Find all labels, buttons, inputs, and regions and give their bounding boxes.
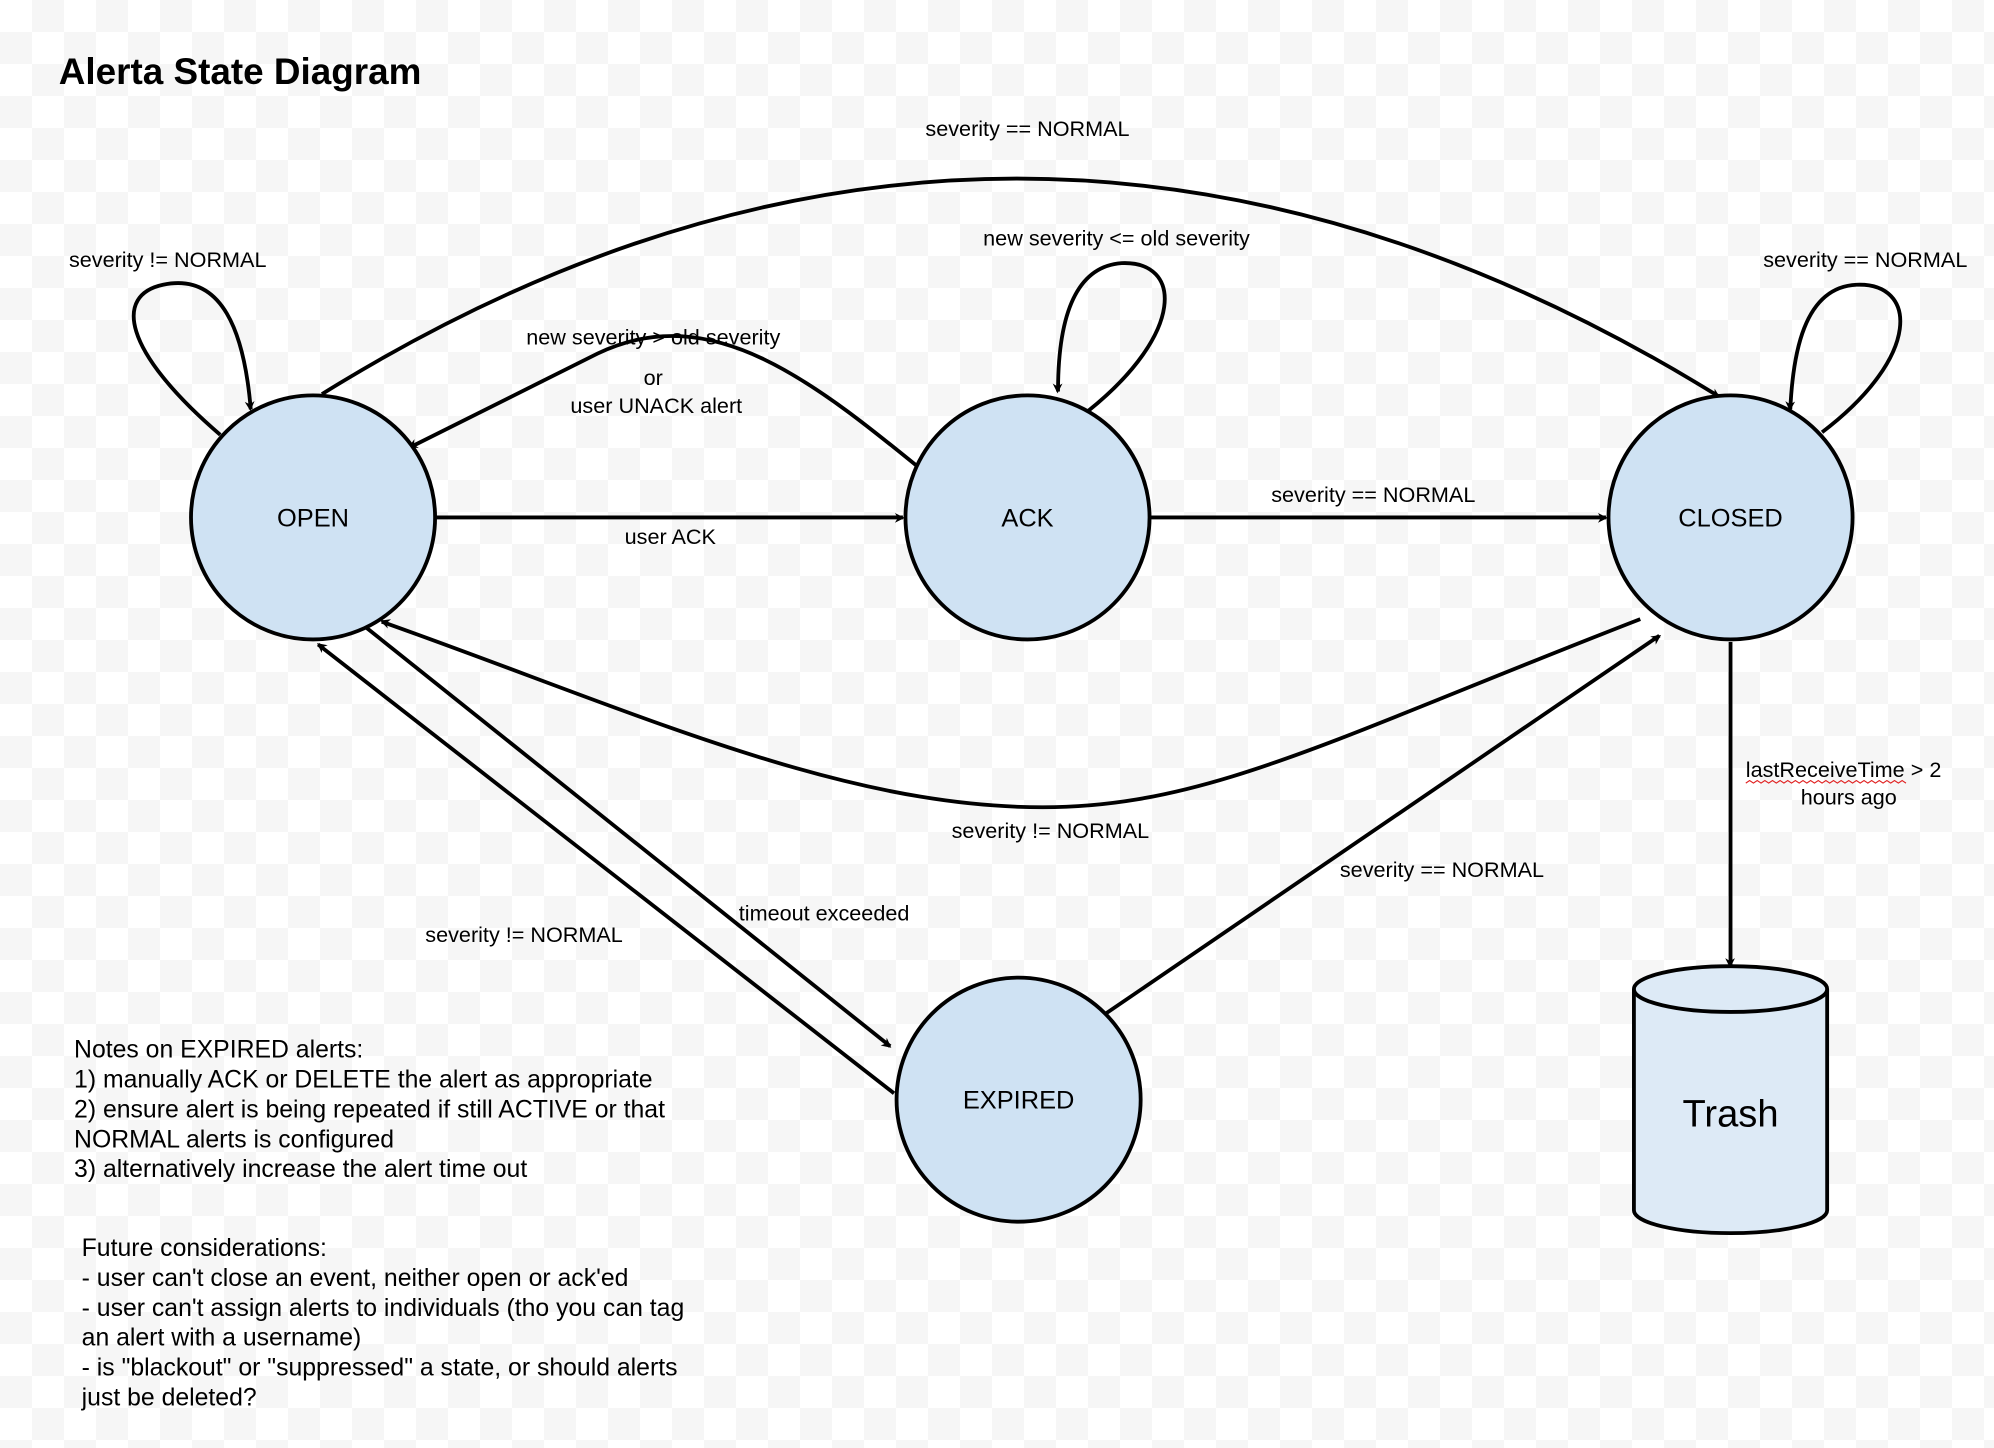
edge-open-to-expired	[363, 625, 892, 1048]
svg-text:hours ago: hours ago	[1801, 785, 1897, 810]
label-closed-self: severity == NORMAL	[1763, 247, 1967, 272]
trash-label: Trash	[1683, 1092, 1779, 1135]
state-label: OPEN	[277, 504, 349, 532]
svg-text:lastReceiveTime > 2: lastReceiveTime > 2	[1746, 757, 1942, 782]
label-open-to-ack: user ACK	[625, 524, 717, 549]
label-ack-self: new severity <= old severity	[983, 225, 1250, 250]
notes-future: Future considerations: - user can't clos…	[81, 1235, 691, 1411]
state-expired[interactable]: EXPIRED	[894, 975, 1143, 1224]
state-closed[interactable]: CLOSED	[1606, 393, 1855, 642]
edge-open-self	[131, 281, 255, 437]
label-ack-to-open: new severity > old severity or user UNAC…	[526, 325, 786, 419]
label-ack-to-closed: severity == NORMAL	[1271, 482, 1475, 507]
label-closed-to-open: severity != NORMAL	[952, 818, 1150, 843]
state-open[interactable]: OPEN	[189, 393, 437, 642]
edge-expired-to-closed	[1105, 634, 1662, 1015]
edge-closed-self	[1785, 282, 1903, 434]
state-ack[interactable]: ACK	[903, 393, 1152, 642]
label-open-to-closed: severity == NORMAL	[925, 116, 1129, 141]
label-open-self: severity != NORMAL	[69, 247, 267, 272]
notes-expired: Notes on EXPIRED alerts: 1) manually ACK…	[74, 1037, 672, 1184]
spellcheck-underline	[1745, 779, 1907, 784]
state-label: CLOSED	[1678, 504, 1782, 532]
label-expired-to-closed: severity == NORMAL	[1340, 857, 1544, 882]
edge-expired-to-open	[316, 643, 896, 1095]
edge-closed-to-open	[380, 617, 1641, 810]
diagram-title: Alerta State Diagram	[59, 51, 422, 92]
trash-cylinder[interactable]: Trash	[1632, 964, 1830, 1236]
state-label: EXPIRED	[963, 1087, 1075, 1115]
state-label: ACK	[1001, 504, 1053, 532]
edge-open-to-closed	[320, 176, 1721, 399]
label-open-to-expired: timeout exceeded	[739, 900, 910, 925]
label-expired-to-open: severity != NORMAL	[425, 922, 623, 947]
edge-ack-to-open	[407, 334, 936, 483]
edge-ack-self	[1052, 261, 1167, 413]
label-closed-to-trash: lastReceiveTime > 2 hours ago	[1745, 757, 1942, 810]
